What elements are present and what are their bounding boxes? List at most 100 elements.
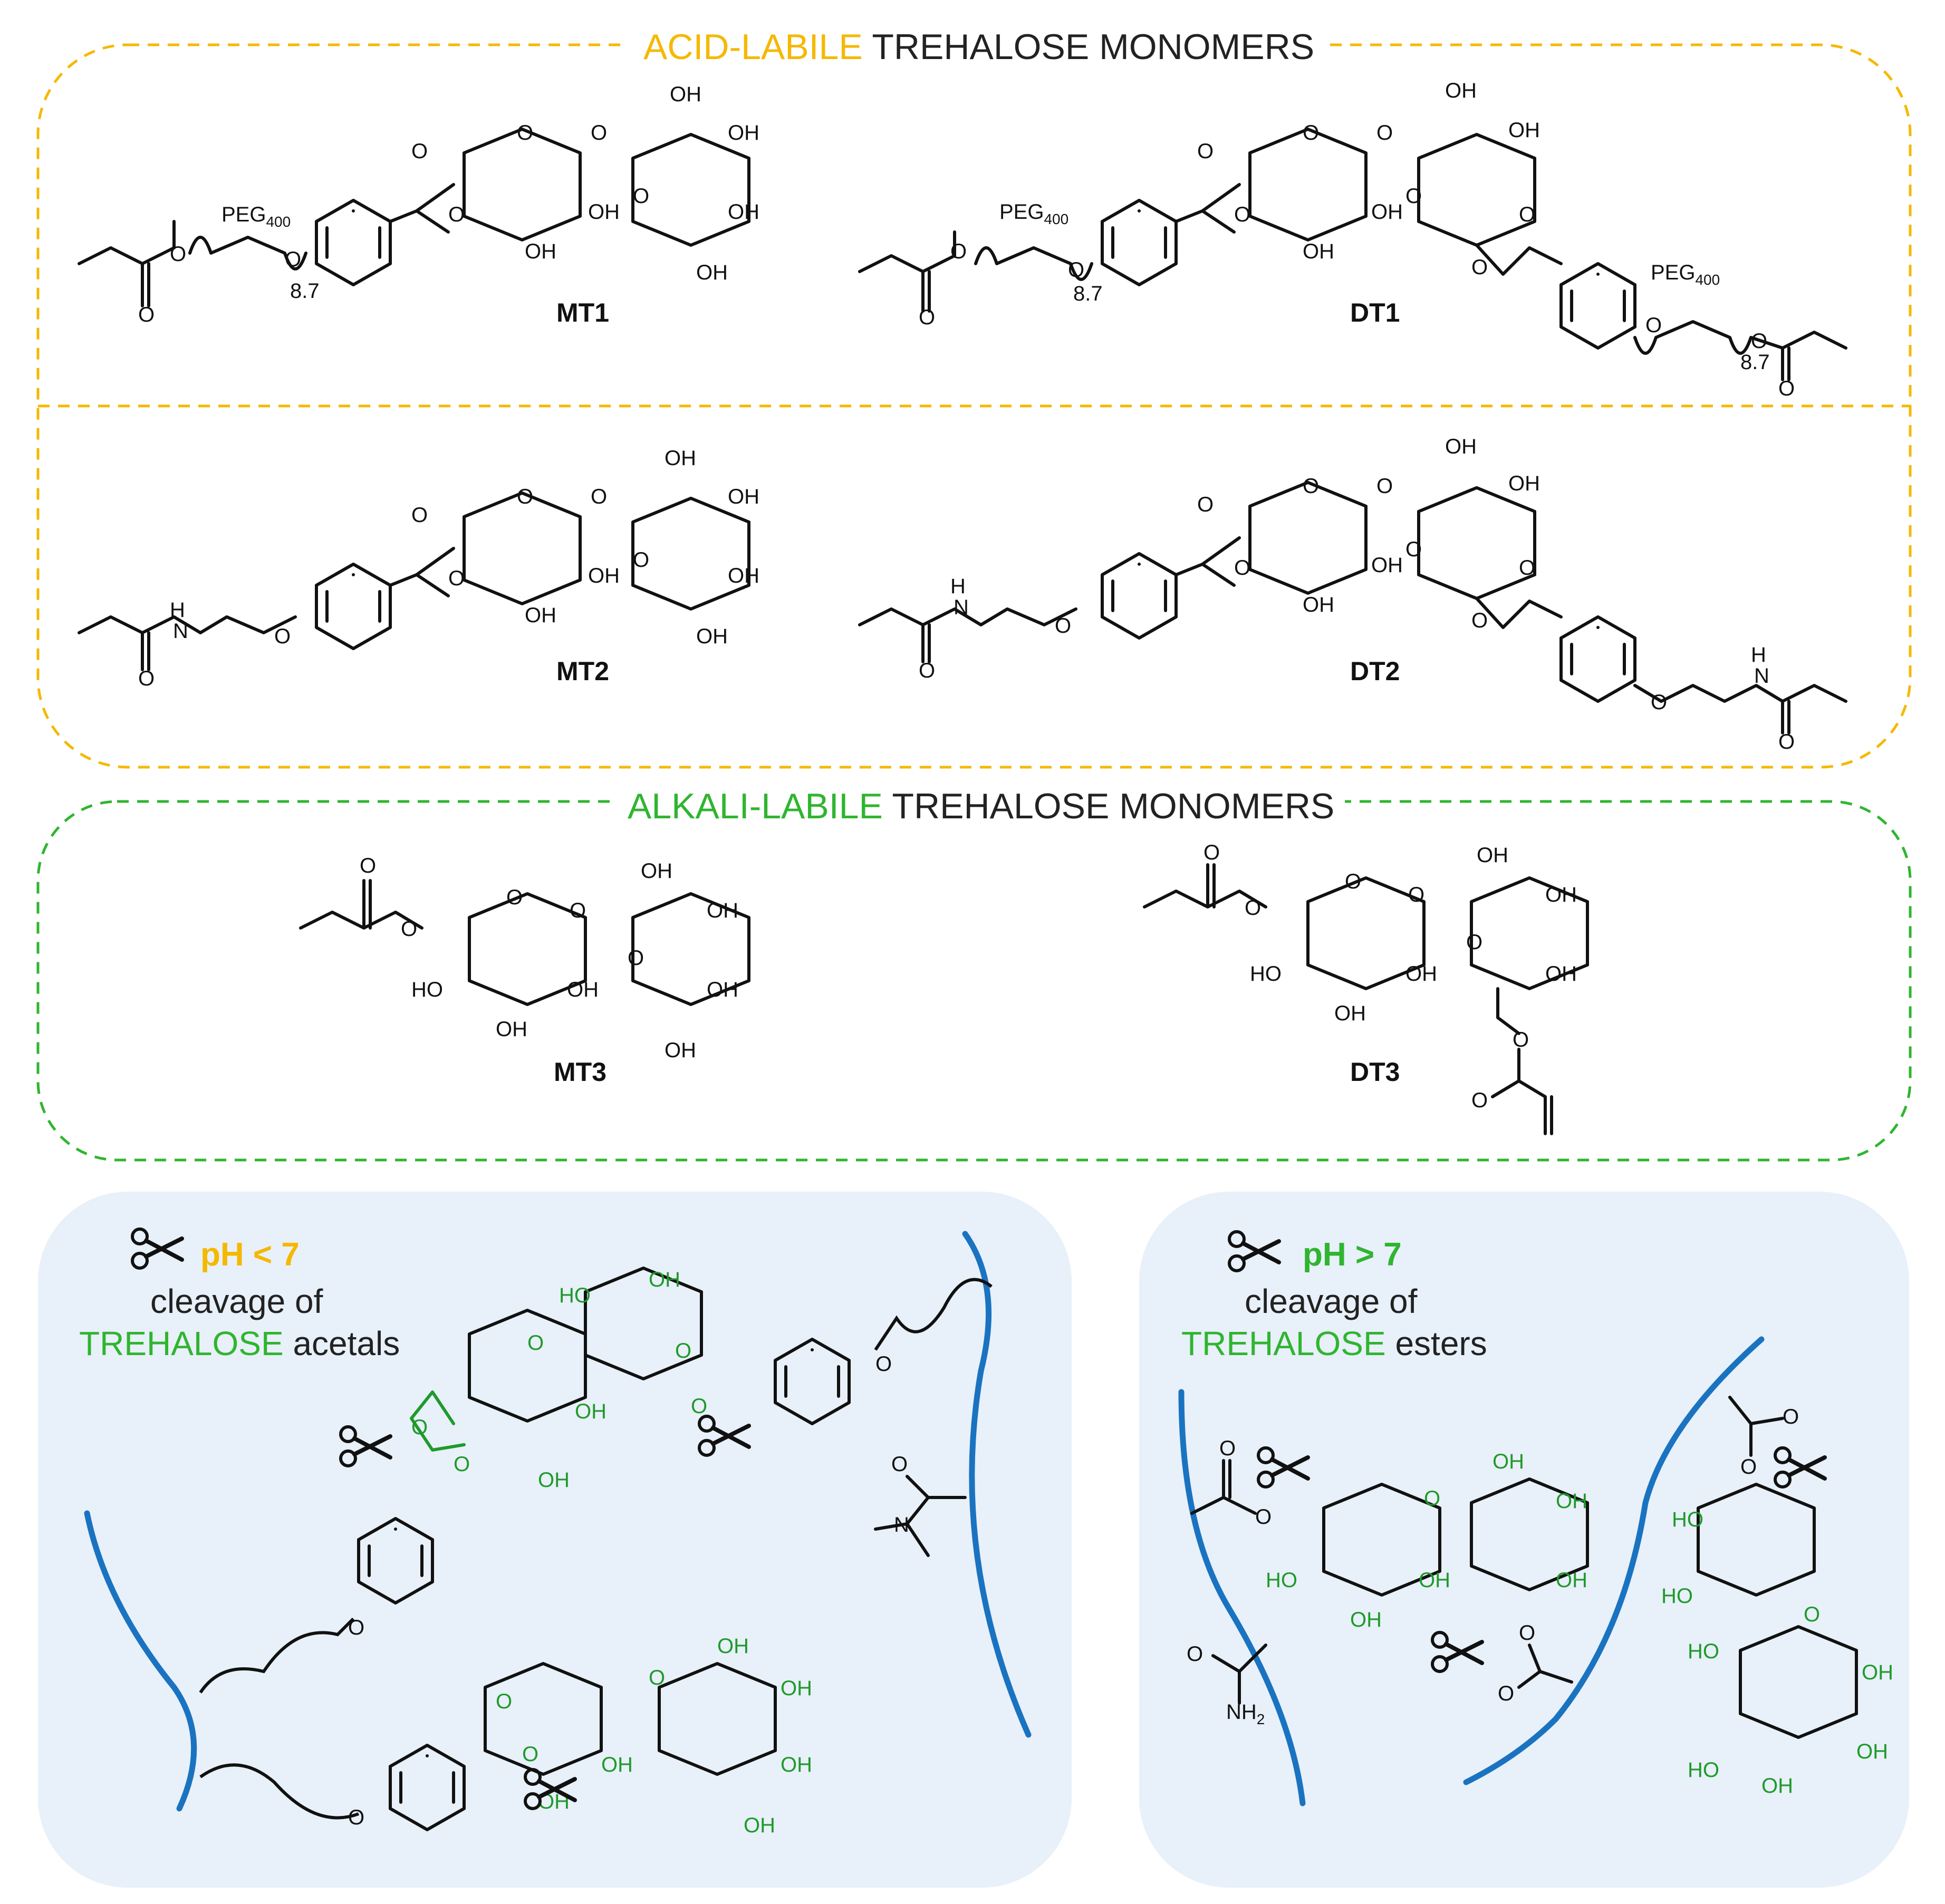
atom-o: O: [496, 1690, 512, 1713]
atom-nh2: NH2: [1226, 1700, 1265, 1727]
peg-label: PEG400: [1651, 261, 1720, 288]
atom-o: O: [1068, 258, 1084, 282]
atom-o: O: [1197, 140, 1214, 163]
alkali-desc-rest: esters: [1386, 1325, 1487, 1362]
atom-oh: OH: [496, 1018, 527, 1041]
atom-o: O: [591, 485, 607, 508]
polymer-chain: [84, 1510, 197, 1812]
atom-o: O: [570, 899, 586, 922]
atom-oh: OH: [588, 564, 620, 587]
atom-o: O: [1519, 1621, 1535, 1645]
atom-oh: OH: [1371, 200, 1403, 224]
atom-oh: OH: [696, 261, 728, 284]
atom-o: O: [1740, 1455, 1757, 1478]
atom-o: O: [1783, 1405, 1799, 1428]
atom-oh: OH: [665, 447, 696, 470]
alkali-desc-highlight: TREHALOSE: [1181, 1325, 1386, 1362]
atom-oh: OH: [1556, 1569, 1587, 1592]
atom-o: O: [274, 625, 291, 648]
atom-o: O: [950, 240, 967, 263]
polymer-chain: [1463, 1336, 1765, 1785]
acid-cleavage-panel: pH < 7 cleavage of TREHALOSE acetals O N…: [38, 1192, 1072, 1888]
atom-o: O: [1804, 1603, 1820, 1626]
atom-o: O: [919, 659, 935, 682]
atom-oh: OH: [1862, 1661, 1893, 1684]
atom-oh: OH: [601, 1753, 633, 1776]
atom-oh: OH: [525, 240, 556, 263]
atom-ho: HO: [1688, 1640, 1719, 1663]
polymer-chain: [1178, 1389, 1306, 1806]
atom-oh: OH: [1761, 1774, 1793, 1797]
atom-o: O: [1376, 475, 1393, 498]
atom-o: O: [527, 1331, 544, 1355]
structure-mt2: H N O O O O O O O OH OH OH OH OH OH MT2: [78, 447, 759, 690]
atom-oh: OH: [525, 604, 556, 627]
acid-desc-rest: acetals: [284, 1325, 400, 1362]
atom-o: O: [1778, 377, 1795, 400]
atom-oh: OH: [641, 859, 672, 883]
atom-o: O: [170, 243, 186, 266]
atom-oh: OH: [1545, 883, 1577, 906]
alkali-desc-line2: TREHALOSE esters: [1181, 1325, 1487, 1362]
atom-oh: OH: [707, 978, 738, 1001]
atom-o: O: [1219, 1437, 1236, 1460]
atom-o: O: [1203, 841, 1220, 864]
atom-o: O: [1234, 203, 1250, 226]
structure-dt3: O O O O O OH OH OH HO OH OH O O DT3: [1143, 841, 1587, 1135]
atom-ho: HO: [1250, 962, 1282, 985]
label-mt2: MT2: [556, 656, 609, 686]
atom-o: O: [401, 917, 417, 941]
atom-o: O: [675, 1339, 691, 1362]
acid-condition: pH < 7: [200, 1236, 300, 1273]
atom-o: O: [1055, 614, 1071, 637]
atom-o: O: [1466, 931, 1482, 954]
atom-oh: OH: [1445, 435, 1477, 458]
atom-oh: OH: [575, 1400, 606, 1423]
atom-oh: OH: [588, 200, 620, 224]
atom-o: O: [1245, 896, 1261, 920]
atom-o: O: [348, 1806, 364, 1829]
linker: [199, 1763, 360, 1820]
atom-h: H: [1751, 643, 1766, 666]
structure-dt2: H N O O O O O O O OH OH OH OH O O O H N …: [858, 435, 1847, 753]
atom-oh: OH: [1419, 1569, 1450, 1592]
atom-o: O: [1513, 1028, 1529, 1051]
atom-o: O: [1408, 883, 1424, 906]
acid-title-rest: TREHALOSE MONOMERS: [863, 27, 1314, 67]
atom-oh: OH: [707, 899, 738, 922]
atom-o: O: [448, 203, 465, 226]
atom-oh: OH: [696, 625, 728, 648]
atom-oh: OH: [1445, 79, 1477, 102]
peg-label: PEG400: [999, 200, 1068, 227]
alkali-title-rest: TREHALOSE MONOMERS: [883, 786, 1334, 826]
atom-o: O: [1303, 475, 1319, 498]
atom-o: O: [348, 1616, 364, 1639]
atom-o: O: [448, 567, 465, 590]
atom-o: O: [1471, 256, 1488, 279]
peg-label: PEG400: [222, 203, 291, 230]
repeat-count: 8.7: [1073, 282, 1103, 305]
atom-o: O: [1197, 493, 1214, 516]
atom-o: O: [628, 946, 644, 970]
atom-oh: OH: [567, 978, 599, 1001]
alkali-desc-line1: cleavage of: [1245, 1282, 1418, 1320]
atom-h: H: [950, 575, 966, 598]
atom-o: O: [1519, 556, 1535, 579]
atom-ho: HO: [559, 1284, 591, 1307]
atom-oh: OH: [1303, 593, 1334, 616]
atom-h: H: [170, 598, 185, 622]
atom-o: O: [919, 306, 935, 329]
atom-oh: OH: [781, 1753, 812, 1776]
structure-mt3: O O O O O OH OH OH OH HO OH OH MT3: [299, 854, 749, 1087]
atom-o: O: [1645, 314, 1662, 337]
atom-ho: HO: [1266, 1569, 1297, 1592]
atom-oh: OH: [1405, 962, 1437, 985]
repeat-count: 8.7: [1740, 351, 1770, 374]
atom-oh: OH: [1477, 844, 1508, 867]
atom-o: O: [1471, 609, 1488, 632]
atom-oh: OH: [1334, 1002, 1366, 1025]
atom-oh: OH: [1350, 1608, 1382, 1631]
atom-ho: HO: [1661, 1584, 1693, 1608]
atom-oh: OH: [1856, 1740, 1888, 1763]
atom-o: O: [1424, 1487, 1440, 1510]
